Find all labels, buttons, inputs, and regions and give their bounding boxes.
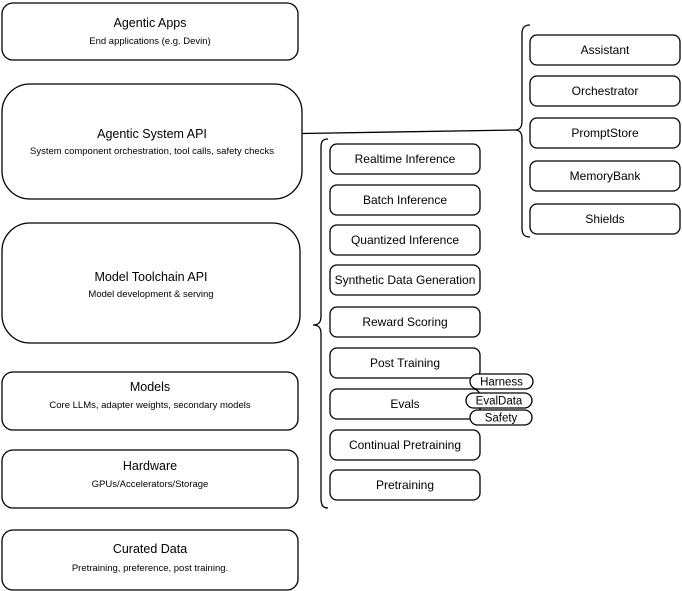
node-synthetic-data-generation: Synthetic Data Generation — [329, 264, 481, 296]
node-hardware: Hardware GPUs/Accelerators/Storage — [1, 449, 299, 509]
node-pretraining-label: Pretraining — [376, 478, 434, 492]
node-assistant: Assistant — [529, 34, 681, 66]
node-quantized-inference-label: Quantized Inference — [351, 233, 459, 247]
node-orchestrator-label: Orchestrator — [572, 84, 639, 98]
node-hardware-subtitle: GPUs/Accelerators/Storage — [92, 479, 209, 490]
tag-harness-label: Harness — [480, 377, 523, 389]
node-model-toolchain-api-title: Model Toolchain API — [94, 270, 207, 284]
system-api-connector-line — [301, 129, 516, 135]
node-agentic-apps-title: Agentic Apps — [114, 16, 187, 30]
node-promptstore: PromptStore — [529, 117, 681, 149]
node-agentic-system-api: Agentic System API System component orch… — [1, 83, 303, 200]
node-evals: Evals — [329, 388, 481, 420]
tag-harness-pill — [469, 373, 534, 390]
node-batch-inference-box — [329, 184, 481, 216]
node-models-box — [1, 371, 299, 431]
tag-evaldata: EvalData — [465, 392, 533, 409]
node-curated-data: Curated Data Pretraining, preference, po… — [1, 529, 299, 591]
tag-safety-pill — [469, 409, 533, 426]
node-promptstore-label: PromptStore — [571, 126, 639, 140]
node-pretraining: Pretraining — [329, 469, 481, 501]
node-continual-pretraining-label: Continual Pretraining — [349, 438, 461, 452]
node-post-training: Post Training — [329, 347, 481, 379]
node-orchestrator-box — [529, 75, 681, 107]
node-memorybank-label: MemoryBank — [570, 169, 642, 183]
node-shields-box — [529, 203, 681, 235]
node-shields-label: Shields — [585, 212, 624, 226]
tag-harness: Harness — [469, 373, 534, 390]
node-agentic-apps: Agentic Apps End applications (e.g. Devi… — [1, 2, 299, 61]
node-reward-scoring-box — [329, 306, 481, 338]
node-models: Models Core LLMs, adapter weights, secon… — [1, 371, 299, 431]
tag-safety-label: Safety — [485, 413, 518, 425]
node-agentic-apps-box — [1, 2, 299, 61]
node-continual-pretraining: Continual Pretraining — [329, 429, 481, 461]
node-pretraining-box — [329, 469, 481, 501]
node-models-subtitle: Core LLMs, adapter weights, secondary mo… — [49, 400, 250, 411]
node-batch-inference: Batch Inference — [329, 184, 481, 216]
system-components-brace — [514, 24, 531, 238]
node-synthetic-data-generation-box — [329, 264, 481, 296]
node-quantized-inference-box — [329, 224, 481, 256]
node-promptstore-box — [529, 117, 681, 149]
node-agentic-system-api-box — [1, 83, 303, 200]
node-shields: Shields — [529, 203, 681, 235]
node-assistant-box — [529, 34, 681, 66]
node-batch-inference-label: Batch Inference — [363, 193, 447, 207]
node-post-training-label: Post Training — [370, 356, 440, 370]
node-reward-scoring-label: Reward Scoring — [362, 315, 447, 329]
node-curated-data-subtitle: Pretraining, preference, post training. — [72, 563, 228, 574]
node-memorybank-box — [529, 160, 681, 192]
node-quantized-inference: Quantized Inference — [329, 224, 481, 256]
node-assistant-label: Assistant — [581, 43, 630, 57]
tag-safety: Safety — [469, 409, 533, 426]
node-synthetic-data-generation-label: Synthetic Data Generation — [335, 273, 476, 287]
toolchain-group-brace — [312, 138, 329, 509]
tag-evaldata-label: EvalData — [476, 396, 523, 408]
node-continual-pretraining-box — [329, 429, 481, 461]
node-models-title: Models — [130, 380, 170, 394]
node-realtime-inference: Realtime Inference — [329, 143, 481, 175]
node-realtime-inference-label: Realtime Inference — [355, 152, 456, 166]
tag-evaldata-pill — [465, 392, 533, 409]
node-hardware-box — [1, 449, 299, 509]
node-orchestrator: Orchestrator — [529, 75, 681, 107]
node-model-toolchain-api-subtitle: Model development & serving — [88, 289, 213, 300]
node-memorybank: MemoryBank — [529, 160, 681, 192]
node-reward-scoring: Reward Scoring — [329, 306, 481, 338]
node-curated-data-title: Curated Data — [113, 542, 187, 556]
node-curated-data-box — [1, 529, 299, 591]
node-agentic-system-api-title: Agentic System API — [97, 127, 207, 141]
node-hardware-title: Hardware — [123, 459, 177, 473]
node-model-toolchain-api: Model Toolchain API Model development & … — [1, 222, 301, 344]
node-agentic-apps-subtitle: End applications (e.g. Devin) — [89, 36, 210, 47]
node-post-training-box — [329, 347, 481, 379]
node-realtime-inference-box — [329, 143, 481, 175]
node-evals-label: Evals — [390, 397, 419, 411]
node-model-toolchain-api-box — [1, 222, 301, 344]
node-agentic-system-api-subtitle: System component orchestration, tool cal… — [30, 146, 274, 157]
